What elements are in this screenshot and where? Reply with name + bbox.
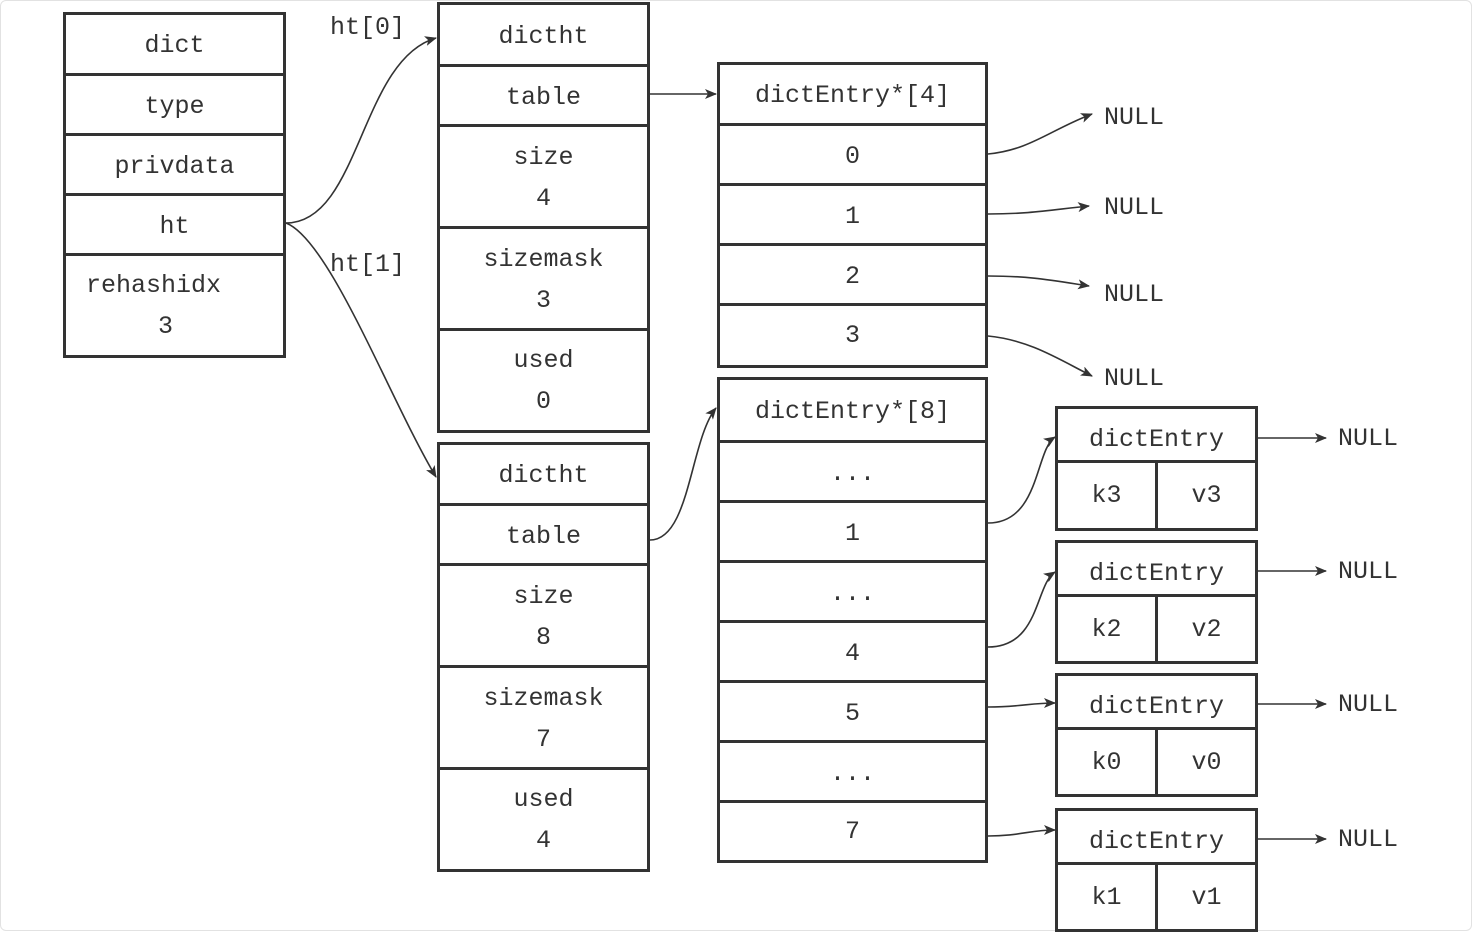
dictht-0-title: dictht (498, 21, 589, 51)
dict-type-field: type (66, 73, 283, 136)
dict-entry-value: v3 (1155, 463, 1255, 528)
arrow-ht1-table-to-array8 (649, 407, 717, 541)
null-entry-k1: NULL (1338, 825, 1399, 854)
dict-entry-value: v0 (1155, 730, 1255, 794)
array-4-slot-1: 1 (720, 183, 985, 246)
array-8-slot-5: 5 (720, 680, 985, 743)
dictht-1-table-field: table (440, 503, 647, 566)
arrow-ht-to-ht1 (285, 222, 437, 478)
dict-privdata-field: privdata (66, 133, 283, 196)
array-8-slot-1: 1 (720, 500, 985, 563)
array-4-slot-0: 0 (720, 123, 985, 186)
null-slot-3: NULL (1104, 364, 1165, 393)
array-4-slot-2: 2 (720, 243, 985, 306)
dict-entry-k3: dictEntry k3 v3 (1055, 406, 1258, 531)
arrow-slot7-to-entry-k1 (987, 825, 1056, 837)
dictentry-array-8: dictEntry*[8] ... 1 ... 4 5 ... 7 (717, 377, 988, 863)
dict-entry-key: k1 (1091, 882, 1122, 912)
null-slot-0: NULL (1104, 103, 1165, 132)
null-entry-k2: NULL (1338, 557, 1399, 586)
array-4-slot-3: 3 (720, 303, 985, 365)
arrow-slot4-to-entry-k2 (987, 571, 1056, 648)
dict-entry-k3-title: dictEntry (1088, 424, 1225, 454)
dict-entry-value: v1 (1155, 865, 1255, 929)
dict-entry-k1: dictEntry k1 v1 (1055, 808, 1258, 932)
array-8-slot-ellipsis-b: ... (720, 560, 985, 623)
array-8-slot-7: 7 (720, 800, 985, 860)
array-8-slot-ellipsis-c: ... (720, 740, 985, 803)
dict-entry-k2-title: dictEntry (1088, 558, 1225, 588)
dict-title: dict (144, 31, 205, 60)
arrow-slot5-to-entry-k0 (987, 698, 1056, 709)
array-8-title: dictEntry*[8] (754, 397, 951, 426)
dict-entry-value: v2 (1155, 597, 1255, 661)
dict-entry-k0-title: dictEntry (1088, 691, 1225, 721)
arrow-ht-to-ht0 (285, 36, 437, 224)
null-slot-1: NULL (1104, 193, 1165, 222)
arrow-slot1-to-entry-k3 (987, 436, 1056, 524)
arrow-slot3-to-null (987, 335, 1093, 377)
arrow-slot1-to-null (987, 202, 1090, 215)
dictht-1-title: dictht (498, 461, 589, 490)
dict-rehashidx-field: rehashidx 3 (66, 253, 283, 355)
edge-label-ht0: ht[0] (330, 13, 406, 42)
array-4-title: dictEntry*[4] (754, 81, 951, 110)
null-slot-2: NULL (1104, 280, 1165, 309)
rehashidx-value: 3 (158, 311, 174, 341)
array-8-slot-4: 4 (720, 620, 985, 683)
dictentry-array-4: dictEntry*[4] 0 1 2 3 (717, 62, 988, 368)
edge-label-ht1: ht[1] (330, 250, 406, 279)
dict-entry-key: k0 (1091, 747, 1122, 777)
array-8-slot-ellipsis-a: ... (720, 440, 985, 503)
dict-entry-k0: dictEntry k0 v0 (1055, 673, 1258, 797)
arrow-slot0-to-null (987, 113, 1093, 155)
dict-entry-key: k2 (1091, 614, 1122, 644)
null-entry-k0: NULL (1338, 690, 1399, 719)
dict-ht-field: ht (66, 193, 283, 256)
dict-entry-k1-title: dictEntry (1088, 826, 1225, 856)
arrow-slot2-to-null (987, 275, 1090, 290)
rehashidx-label: rehashidx (86, 270, 222, 300)
dict-entry-k2: dictEntry k2 v2 (1055, 540, 1258, 664)
null-entry-k3: NULL (1338, 424, 1399, 453)
dict-struct: dict type privdata ht rehashidx 3 (63, 12, 286, 358)
dictht-0-table-field: table (440, 64, 647, 127)
dict-entry-key: k3 (1091, 481, 1122, 510)
